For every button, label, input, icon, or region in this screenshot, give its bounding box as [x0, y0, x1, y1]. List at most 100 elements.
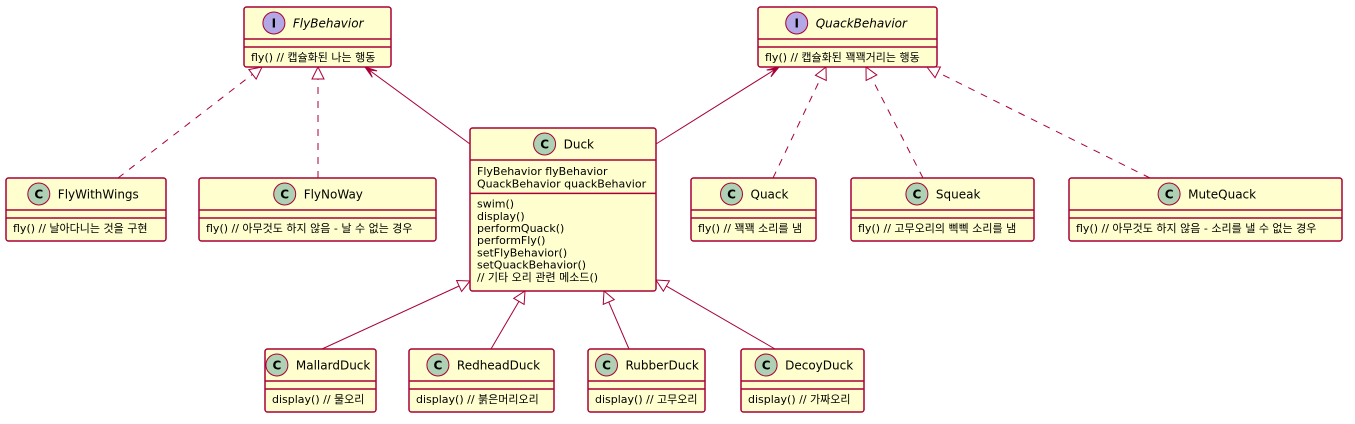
class-quack[interactable]: C Quack fly() // 꽥꽥 소리를 냄 — [690, 177, 817, 242]
class-badge-icon — [595, 353, 618, 377]
class-flybehavior[interactable]: I FlyBehavior fly() // 캡슐화된 나는 행동 — [243, 6, 392, 68]
class-badge-icon — [27, 182, 51, 206]
stereotype-letter: I — [794, 17, 798, 31]
stereotype-letter: C — [727, 188, 736, 202]
method: display() // 고무오리 — [595, 393, 698, 406]
triangle-arrowhead-icon — [655, 279, 671, 293]
relation-association-duck-to-quackbehavior — [655, 66, 781, 145]
class-badge-icon — [533, 132, 557, 156]
method: setQuackBehavior() — [477, 259, 586, 272]
method: fly() // 고무오리의 삑삑 소리를 냄 — [858, 222, 1016, 235]
triangle-arrowhead-icon — [247, 66, 263, 81]
method: performFly() — [477, 234, 545, 247]
method: setFlyBehavior() — [477, 246, 567, 259]
method: display() // 가짜오리 — [748, 393, 851, 406]
stereotype-letter: C — [433, 359, 442, 373]
class-name: FlyWithWings — [58, 188, 139, 202]
relation-realization-quack-to-quackbehavior — [772, 65, 827, 179]
relations-layer — [117, 65, 1151, 350]
relation-generalization-rubberduck-to-duck — [602, 289, 630, 350]
class-badge-icon — [754, 353, 778, 377]
relation-line — [772, 77, 822, 179]
field: FlyBehavior flyBehavior — [477, 165, 608, 178]
triangle-arrowhead-icon — [925, 66, 942, 79]
method: fly() // 꽥꽥 소리를 냄 — [698, 222, 802, 235]
relation-line — [321, 285, 460, 350]
class-rubberduck[interactable]: C RubberDuck display() // 고무오리 — [587, 348, 706, 413]
method: fly() // 아무것도 하지 않음 - 소리를 낼 수 없는 경우 — [1076, 221, 1316, 235]
stereotype-letter: C — [912, 188, 921, 202]
class-badge-icon — [273, 182, 297, 206]
method: display() // 물오리 — [272, 393, 364, 406]
arrowhead-icon — [766, 66, 781, 78]
method: performQuack() — [477, 222, 564, 235]
relation-realization-mutequack-to-quackbehavior — [925, 66, 1151, 179]
stereotype-letter: C — [280, 188, 289, 202]
class-name: Quack — [751, 188, 789, 202]
interface-badge-icon — [262, 11, 286, 35]
relation-line — [490, 301, 520, 350]
method: // 기타 오리 관련 메소드() — [477, 271, 598, 284]
stereotype-letter: C — [34, 188, 43, 202]
field: QuackBehavior quackBehavior — [477, 177, 647, 190]
relation-realization-flynoway-to-flybehavior — [311, 65, 325, 178]
relation-generalization-redheadduck-to-duck — [490, 290, 526, 350]
relation-realization-squeak-to-quackbehavior — [865, 66, 924, 179]
class-redheadduck[interactable]: C RedheadDuck display() // 붉은머리오리 — [408, 348, 555, 413]
relation-association-duck-to-flybehavior — [363, 66, 471, 145]
class-badge-icon — [426, 353, 450, 377]
class-name: FlyBehavior — [293, 17, 365, 31]
relation-line — [655, 66, 780, 145]
relation-line — [871, 77, 924, 179]
class-name: RedheadDuck — [457, 359, 540, 373]
class-badge-icon — [720, 182, 743, 206]
method: fly() // 캡슐화된 나는 행동 — [251, 51, 375, 64]
triangle-arrowhead-icon — [455, 280, 472, 293]
method: fly() // 날아다니는 것을 구현 — [13, 222, 148, 235]
stereotype-letter: I — [272, 17, 276, 31]
method: display() — [477, 210, 525, 223]
class-flywithwings[interactable]: C FlyWithWings fly() // 날아다니는 것을 구현 — [5, 177, 167, 242]
method: display() // 붉은머리오리 — [416, 393, 539, 406]
relation-line — [666, 285, 776, 350]
relation-line — [117, 73, 253, 179]
class-squeak[interactable]: C Squeak fly() // 고무오리의 삑삑 소리를 냄 — [850, 177, 1035, 242]
class-name: MuteQuack — [1188, 188, 1256, 202]
relation-realization-flywithwings-to-flybehavior — [117, 66, 263, 179]
relation-line — [937, 71, 1151, 179]
relation-generalization-mallardduck-to-duck — [321, 280, 472, 350]
relation-generalization-decoyduck-to-duck — [655, 279, 776, 350]
stereotype-letter: C — [762, 359, 771, 373]
class-name: Squeak — [936, 188, 981, 202]
class-mutequack[interactable]: C MuteQuack fly() // 아무것도 하지 않음 - 소리를 낼 수 … — [1068, 177, 1343, 242]
class-name: RubberDuck — [626, 359, 699, 373]
method: swim() — [477, 198, 514, 211]
method: fly() // 캡슐화된 꽥꽥거리는 행동 — [765, 51, 920, 64]
class-box — [469, 127, 657, 292]
triangle-arrowhead-icon — [814, 65, 827, 82]
class-name: QuackBehavior — [816, 17, 908, 31]
class-badge-icon — [1157, 182, 1181, 206]
triangle-arrowhead-icon — [602, 289, 616, 306]
class-badge-icon — [265, 353, 289, 377]
arrowhead-icon — [363, 66, 378, 78]
triangle-arrowhead-icon — [865, 66, 878, 82]
class-quackbehavior[interactable]: I QuackBehavior fly() // 캡슐화된 꽥꽥거리는 행동 — [757, 6, 938, 68]
class-name: Duck — [564, 138, 594, 152]
classes-layer: I FlyBehavior fly() // 캡슐화된 나는 행동 I QuackBeh… — [5, 6, 1343, 413]
class-name: MallardDuck — [296, 359, 371, 373]
relation-line — [364, 66, 471, 145]
stereotype-letter: C — [1165, 188, 1174, 202]
triangle-arrowhead-icon — [311, 65, 325, 80]
stereotype-letter: C — [540, 138, 549, 152]
method: fly() // 아무것도 하지 않음 - 날 수 없는 경우 — [206, 221, 413, 235]
triangle-arrowhead-icon — [512, 290, 526, 306]
interface-badge-icon — [785, 11, 809, 35]
stereotype-letter: C — [602, 359, 611, 373]
class-badge-icon — [905, 182, 929, 206]
